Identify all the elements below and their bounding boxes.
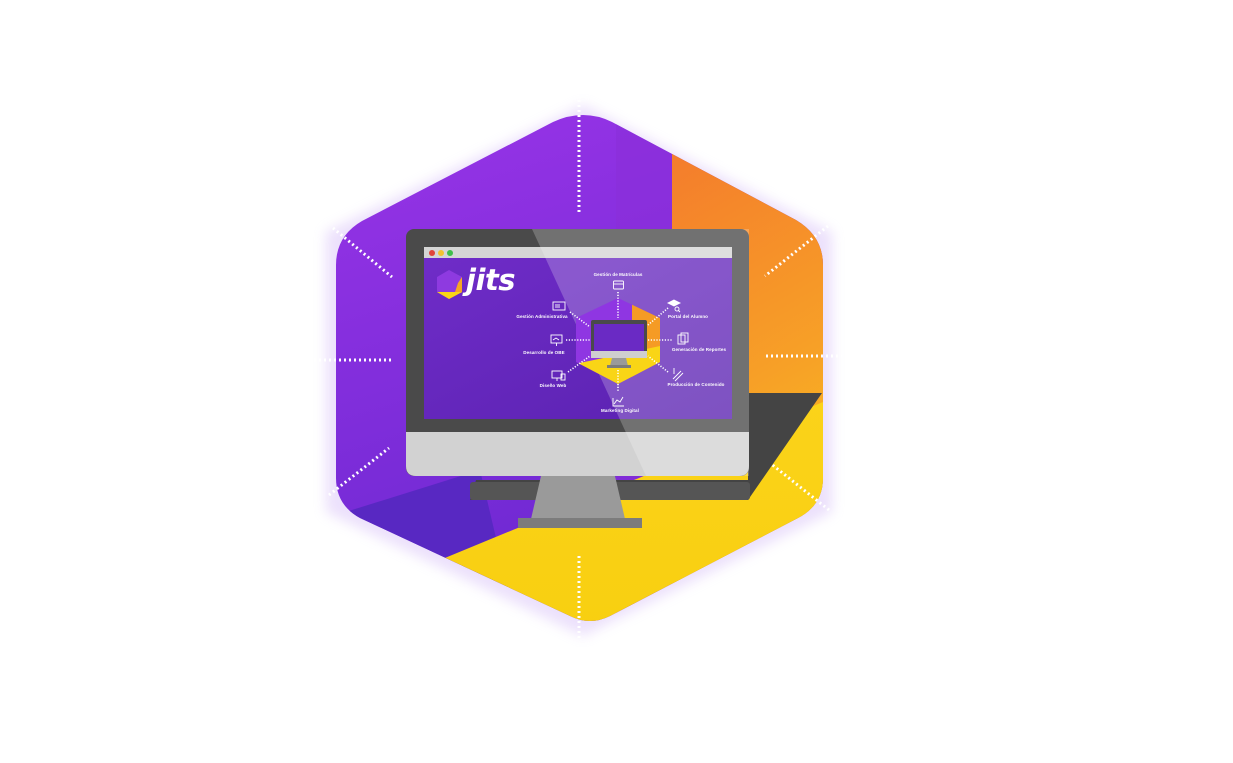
monitor-stand bbox=[531, 476, 625, 519]
presentation-icon bbox=[550, 334, 563, 346]
label-diseno-web: Diseño Web bbox=[539, 383, 567, 388]
mini-connectors bbox=[566, 292, 672, 392]
window-minimize-dot[interactable] bbox=[438, 250, 444, 256]
jits-logo-icon bbox=[437, 270, 462, 299]
pencil-ruler-icon bbox=[672, 368, 684, 382]
graduation-cap-icon bbox=[666, 299, 682, 313]
id-card-icon bbox=[613, 280, 624, 290]
window-close-dot[interactable] bbox=[429, 250, 435, 256]
monitor-chin bbox=[406, 432, 749, 476]
label-gestion-administrativa: Gestión Administrativa bbox=[516, 314, 568, 319]
label-gestion-matriculas: Gestión de Matrículas bbox=[593, 272, 643, 277]
jits-logo-text: jits bbox=[466, 263, 516, 297]
browser-titlebar bbox=[424, 247, 732, 258]
label-marketing-digital: Marketing Digital bbox=[601, 408, 639, 413]
monitor-foot bbox=[518, 518, 642, 528]
admin-card-icon bbox=[552, 301, 566, 311]
line-chart-icon bbox=[612, 396, 624, 407]
label-desarrollo-obe: Desarrollo de OBE bbox=[523, 350, 565, 355]
window-maximize-dot[interactable] bbox=[447, 250, 453, 256]
label-produccion-contenido: Producción de Contenido bbox=[667, 382, 725, 387]
dotted-rays bbox=[314, 100, 842, 640]
documents-icon bbox=[677, 332, 689, 345]
label-portal-alumno: Portal del Alumno bbox=[667, 314, 709, 319]
devices-icon bbox=[551, 370, 566, 381]
label-generacion-reportes: Generación de Reportes bbox=[671, 347, 727, 352]
